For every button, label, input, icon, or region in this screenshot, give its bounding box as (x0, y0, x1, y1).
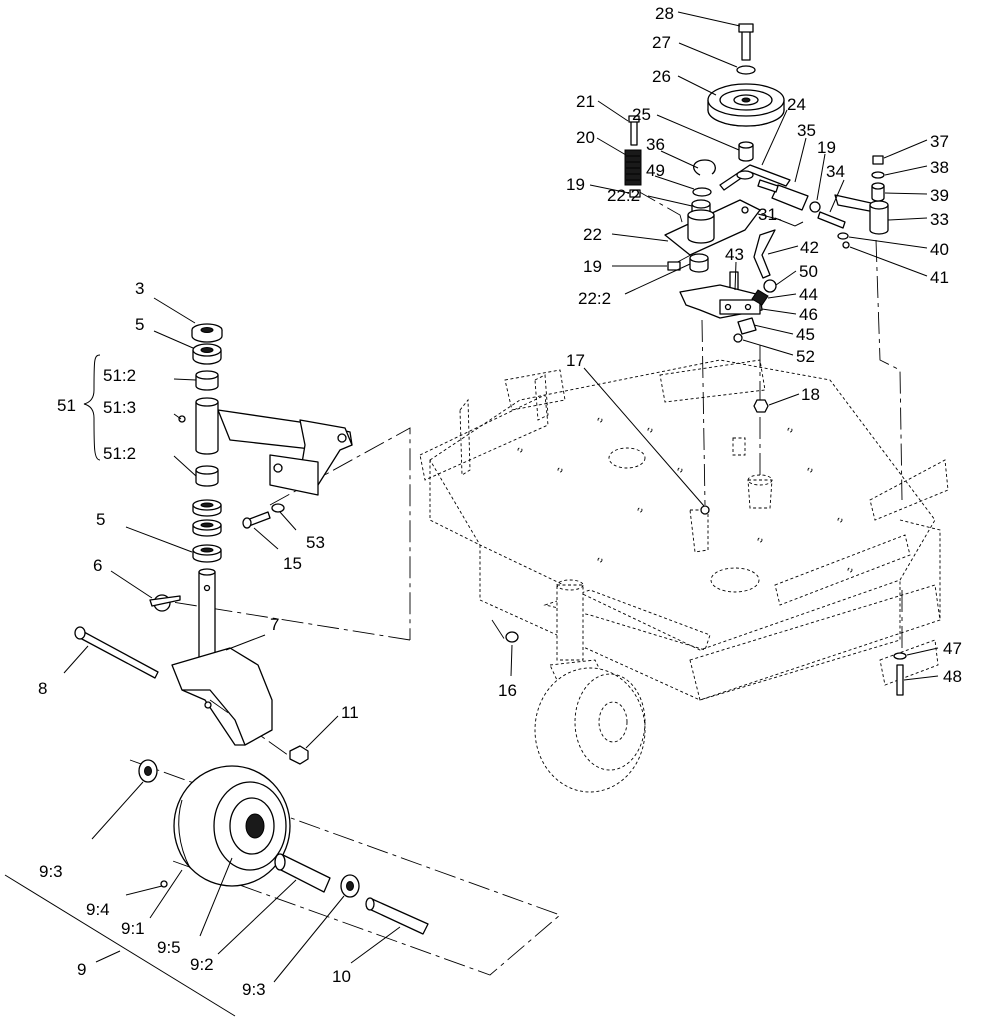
callout-11: 11 (341, 703, 359, 722)
callout-24: 24 (787, 95, 806, 114)
callout-5: 5 (135, 315, 144, 334)
callout-7: 7 (270, 615, 279, 634)
mower-deck-phantom (419, 359, 949, 793)
callout-35: 35 (797, 121, 816, 140)
callout-33: 33 (930, 210, 949, 229)
callout-50: 50 (799, 262, 818, 281)
callout-20: 20 (576, 128, 595, 147)
callout-41: 41 (930, 268, 949, 287)
callout-15: 15 (283, 554, 302, 573)
callout-21: 21 (576, 92, 595, 111)
callout-22-2: 22:2 (607, 186, 640, 205)
callout-44: 44 (799, 285, 818, 304)
callout-17: 17 (566, 351, 585, 370)
callout-36: 36 (646, 135, 665, 154)
callout-51-2: 51:2 (103, 444, 136, 463)
callout-5: 5 (96, 510, 105, 529)
callout-51-3: 51:3 (103, 398, 136, 417)
callout-28: 28 (655, 4, 674, 23)
callout-22: 22 (583, 225, 602, 244)
callout-49: 49 (646, 161, 665, 180)
callout-10: 10 (332, 967, 351, 986)
callout-8: 8 (38, 679, 47, 698)
callout-labels: 3 5 51:2 51 51:3 51:2 5 6 53 15 7 8 11 9… (38, 4, 962, 999)
callout-9-1: 9:1 (121, 919, 145, 938)
callout-34: 34 (826, 162, 845, 181)
callout-47: 47 (943, 639, 962, 658)
callout-37: 37 (930, 132, 949, 151)
caster-fork-and-wheel (74, 568, 429, 935)
caster-pivot-stack (178, 323, 353, 563)
callout-43: 43 (725, 245, 744, 264)
callout-9-3: 9:3 (242, 980, 266, 999)
callout-48: 48 (943, 667, 962, 686)
callout-51: 51 (57, 396, 76, 415)
callout-38: 38 (930, 158, 949, 177)
callout-22-2: 22:2 (578, 289, 611, 308)
callout-19: 19 (817, 138, 836, 157)
callout-19: 19 (566, 175, 585, 194)
callout-16: 16 (498, 681, 517, 700)
callout-40: 40 (930, 240, 949, 259)
leader-lines (4, 11, 939, 1017)
callout-25: 25 (632, 105, 651, 124)
callout-45: 45 (796, 325, 815, 344)
callout-6: 6 (93, 556, 102, 575)
callout-31: 31 (758, 205, 777, 224)
callout-51-2: 51:2 (103, 366, 136, 385)
callout-9-3: 9:3 (39, 862, 63, 881)
callout-9-4: 9:4 (86, 900, 110, 919)
callout-39: 39 (930, 186, 949, 205)
callout-52: 52 (796, 347, 815, 366)
callout-9-5: 9:5 (157, 938, 181, 957)
callout-27: 27 (652, 33, 671, 52)
callout-19: 19 (583, 257, 602, 276)
callout-46: 46 (799, 305, 818, 324)
callout-3: 3 (135, 279, 144, 298)
callout-18: 18 (801, 385, 820, 404)
callout-42: 42 (800, 238, 819, 257)
callout-26: 26 (652, 67, 671, 86)
callout-9-2: 9:2 (190, 955, 214, 974)
idler-assembly (505, 23, 907, 696)
callout-53: 53 (306, 533, 325, 552)
callout-9: 9 (77, 960, 86, 979)
